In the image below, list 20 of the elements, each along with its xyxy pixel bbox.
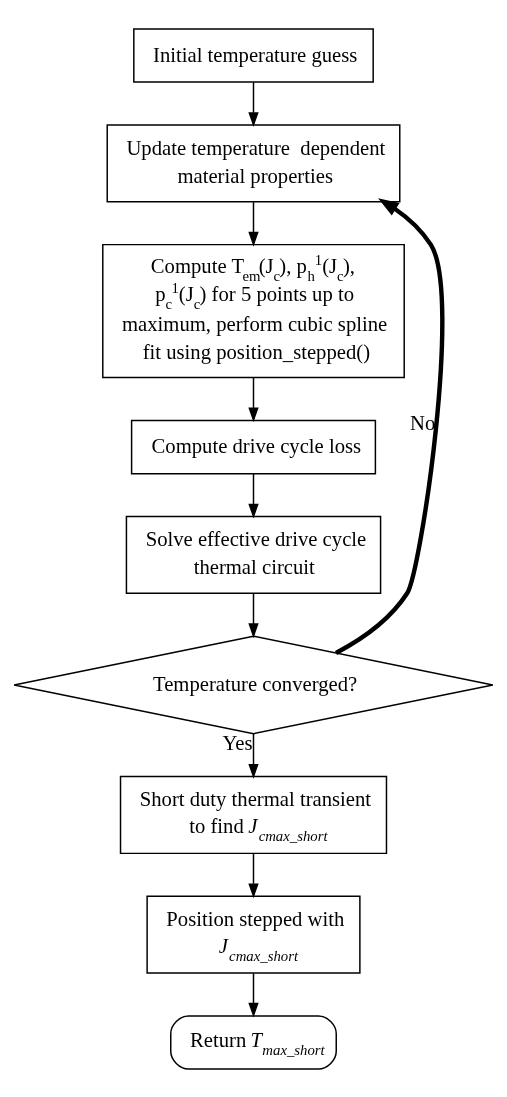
node-diamond: Temperature converged? [13, 634, 494, 734]
arrow [248, 592, 259, 638]
arrow [248, 972, 259, 1018]
node-box: Update temperature dependent material properties [106, 123, 401, 202]
node-box: Short duty thermal transient to find J$_{cmax_short}$ [119, 775, 388, 854]
node-box: Initial temperature guess [133, 27, 374, 83]
arrow [248, 732, 259, 779]
arrow [248, 376, 259, 422]
arrow [248, 81, 259, 127]
node-box: Return T$_{max_short}$ [170, 1014, 337, 1070]
arrow [248, 852, 259, 898]
arrow [248, 200, 259, 247]
node-box: Compute T$_{em}$(J$_{c}$), p$_{h}$$^{1}$(J$_{c}$), p$_{c}$$^{1}$(J$_{c}$) for 5 points up to maximum, perform cubic spline fit using position_stepped() [102, 243, 405, 378]
arrow [248, 472, 259, 519]
edge-label: Yes [222, 731, 253, 754]
node-box: Compute drive cycle loss [130, 419, 377, 474]
edge-label: No [410, 411, 436, 434]
arrow [334, 197, 445, 655]
node-box: Position stepped with J$_{cmax_short}$ [146, 895, 361, 974]
node-box: Solve effective drive cycle thermal circuit [125, 515, 382, 594]
